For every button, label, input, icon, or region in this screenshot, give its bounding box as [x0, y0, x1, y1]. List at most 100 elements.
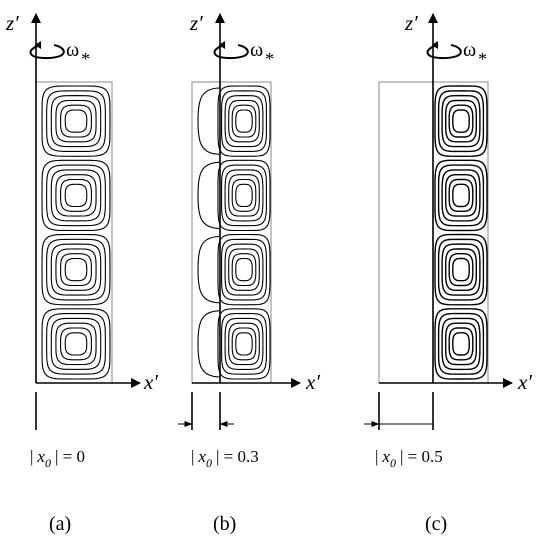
streamline-contour — [437, 238, 485, 301]
panel-a: z′ x′ ω* |x0| = 0 (a) — [5, 11, 158, 535]
streamline-contour — [434, 85, 488, 158]
streamline-contour — [231, 253, 257, 287]
streamline-contour — [41, 233, 111, 306]
omega-symbol-c: ω — [463, 39, 476, 61]
omega-subscript-c: * — [478, 49, 487, 69]
streamline-contour — [235, 257, 253, 282]
streamline-contour — [55, 174, 97, 217]
convection-cells-a — [41, 85, 111, 380]
streamline-contour — [50, 243, 102, 296]
streamline-contour — [64, 183, 88, 208]
streamline-contour — [228, 99, 260, 143]
outer-streamline — [197, 87, 221, 155]
streamline-contour — [441, 243, 481, 296]
streamline-contour — [434, 308, 488, 380]
streamline-contour — [231, 327, 257, 361]
streamline-contour — [50, 317, 102, 370]
outer-streamline — [197, 310, 221, 378]
convection-cells-b — [197, 85, 271, 380]
omega-subscript-a: * — [81, 49, 90, 69]
streamline-contour — [235, 109, 253, 133]
streamline-contour — [434, 159, 488, 232]
streamline-contour — [228, 322, 260, 366]
streamline-contour — [441, 169, 481, 222]
streamline-contour — [60, 327, 92, 361]
streamline-contour — [231, 104, 257, 138]
rotation-icon-b — [213, 41, 249, 60]
streamline-contour — [221, 238, 267, 301]
omega-subscript-b: * — [265, 49, 274, 69]
panel-caption-c: (c) — [425, 513, 447, 535]
streamline-contour — [60, 104, 92, 138]
streamline-contour — [445, 99, 477, 143]
z-axis-label-b: z′ — [189, 11, 203, 35]
streamline-contour — [217, 85, 271, 157]
streamline-contour — [64, 257, 88, 282]
streamline-contour — [448, 104, 474, 138]
streamline-contour — [448, 253, 474, 287]
streamline-contour — [64, 109, 88, 133]
panel-c: z′ x′ ω* |x0| = 0.5 (c) — [364, 11, 532, 535]
streamline-contour — [441, 317, 481, 371]
streamline-contour — [224, 243, 264, 296]
rotation-icon-c — [426, 41, 462, 60]
streamline-contour — [448, 178, 474, 212]
streamline-contour — [46, 238, 106, 301]
streamline-contour — [217, 308, 271, 380]
omega-symbol-b: ω — [250, 39, 263, 61]
streamline-contour — [445, 322, 477, 366]
streamline-contour — [41, 308, 111, 380]
streamline-contour — [228, 248, 260, 291]
streamline-contour — [452, 257, 470, 282]
x-axis-label-a: x′ — [143, 370, 158, 394]
x0-label-a: |x0| = 0 — [30, 447, 85, 470]
streamline-contour — [46, 313, 106, 375]
streamline-contour — [221, 313, 267, 375]
z-axis-label-c: z′ — [404, 11, 418, 35]
streamline-contour — [231, 178, 257, 212]
streamline-contour — [452, 183, 470, 208]
streamline-contour — [224, 95, 264, 148]
streamline-contour — [41, 85, 111, 157]
streamline-contour — [224, 169, 264, 222]
svg-text:ω*: ω* — [66, 39, 90, 69]
streamline-contour — [445, 248, 477, 291]
streamline-contour — [228, 174, 260, 217]
streamline-contour — [235, 332, 253, 356]
streamline-contour — [64, 332, 88, 356]
streamline-contour — [46, 90, 106, 152]
omega-symbol-a: ω — [66, 39, 79, 61]
streamline-contour — [452, 332, 470, 356]
streamline-contour — [55, 99, 97, 143]
x-axis-label-b: x′ — [305, 370, 320, 394]
streamline-contour — [217, 159, 271, 232]
z-axis-label-a: z′ — [5, 11, 19, 35]
streamline-contour — [217, 233, 271, 306]
outer-streamline — [197, 161, 221, 230]
streamline-contour — [224, 317, 264, 370]
streamline-contour — [55, 248, 97, 291]
streamline-contour — [437, 164, 485, 227]
convection-cells-c — [434, 85, 488, 380]
streamline-contour — [50, 95, 102, 148]
svg-text:ω*: ω* — [250, 39, 274, 69]
streamline-contour — [437, 312, 485, 375]
rotation-icon-a — [29, 41, 65, 60]
x0-label-b: |x0| = 0.3 — [191, 447, 259, 470]
streamline-contour — [448, 327, 474, 361]
outer-streamline — [197, 235, 221, 304]
streamline-contour — [60, 253, 92, 287]
streamline-contour — [50, 169, 102, 222]
streamline-contour — [41, 159, 111, 232]
streamline-contour — [46, 164, 106, 227]
panel-caption-a: (a) — [49, 513, 71, 535]
x0-label-c: |x0| = 0.5 — [375, 447, 443, 470]
streamline-contour — [221, 164, 267, 227]
streamline-contour — [445, 174, 477, 217]
streamline-contour — [434, 233, 488, 306]
streamline-contour — [235, 183, 253, 208]
x-axis-label-c: x′ — [517, 370, 532, 394]
streamline-contour — [441, 94, 481, 148]
panel-b: z′ x′ ω* |x0| = 0.3 (b) — [178, 11, 320, 535]
